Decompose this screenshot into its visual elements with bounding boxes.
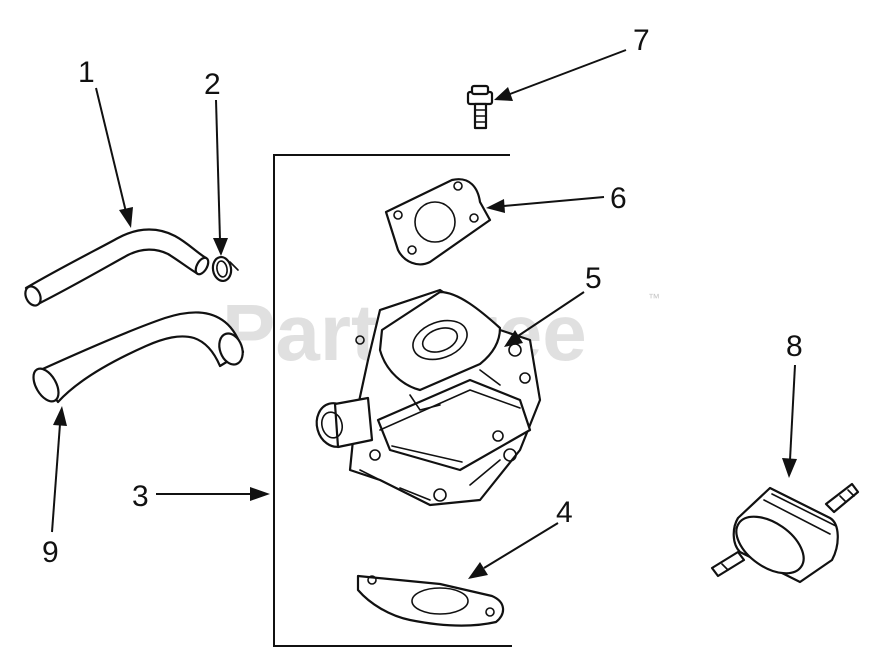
part-9-large-hose[interactable] (28, 311, 246, 405)
arrowhead-1 (119, 207, 133, 228)
callout-7[interactable]: 7 (633, 24, 650, 57)
callout-8[interactable]: 8 (786, 330, 803, 363)
part-2-hose-clamp[interactable] (211, 255, 239, 283)
part-5-carburetor[interactable] (312, 288, 542, 507)
watermark-trademark: ™ (648, 291, 660, 305)
arrowhead-8 (782, 458, 797, 478)
callout-9[interactable]: 9 (42, 536, 59, 569)
part-6-upper-gasket[interactable] (384, 178, 492, 266)
leader-8 (789, 364, 796, 461)
arrowhead-6 (486, 199, 505, 213)
arrowhead-9 (53, 406, 67, 426)
callout-2[interactable]: 2 (204, 68, 221, 101)
part-8-fuel-filter[interactable] (710, 482, 860, 585)
part-1-fuel-hose[interactable] (22, 228, 210, 309)
part-7-bolt[interactable] (466, 84, 494, 130)
callout-1[interactable]: 1 (78, 56, 95, 89)
leader-9 (51, 423, 61, 533)
arrowhead-5 (504, 330, 523, 347)
callout-6[interactable]: 6 (610, 182, 627, 215)
arrowhead-4 (468, 562, 488, 579)
arrowhead-2 (213, 238, 228, 256)
leader-7 (509, 49, 627, 95)
callout-3[interactable]: 3 (132, 480, 149, 513)
arrowhead-3 (250, 487, 270, 501)
assembly-bracket (273, 154, 512, 647)
leader-2 (215, 99, 221, 241)
callout-5[interactable]: 5 (585, 262, 602, 295)
part-4-lower-gasket[interactable] (356, 574, 505, 627)
leader-1 (95, 87, 127, 213)
leader-6 (503, 196, 605, 207)
leader-5 (517, 291, 585, 337)
arrowhead-7 (494, 87, 513, 101)
leader-4 (483, 522, 559, 569)
callout-4[interactable]: 4 (556, 496, 573, 529)
